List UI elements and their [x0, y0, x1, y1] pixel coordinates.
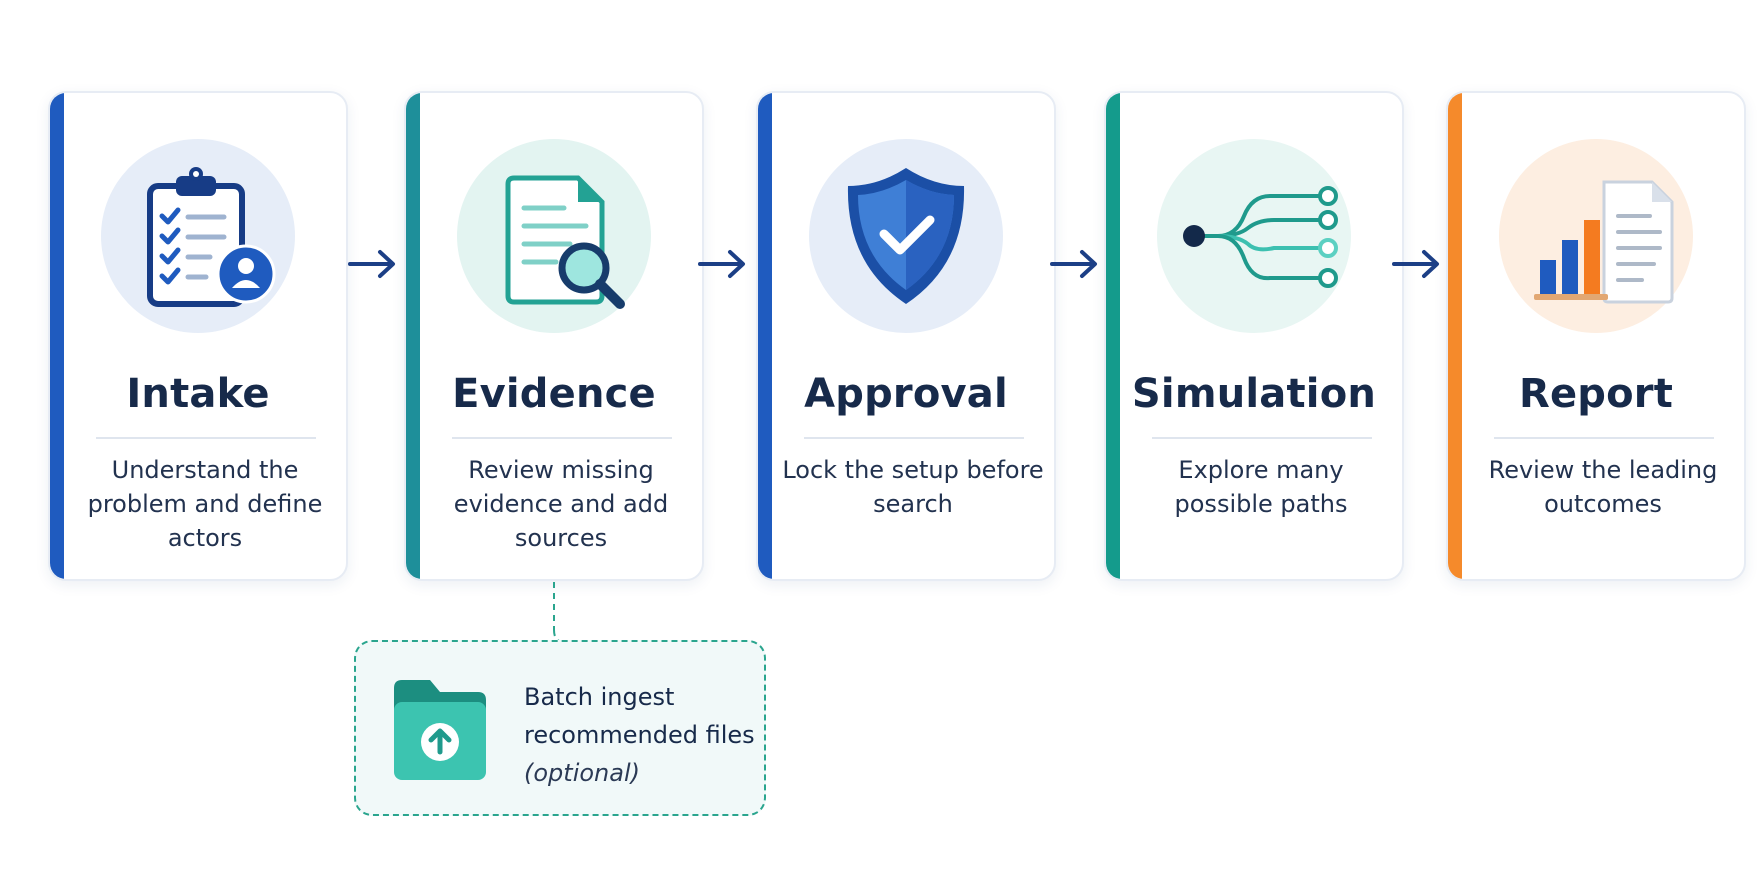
step-description: Review the leading outcomes	[1488, 456, 1718, 518]
card-accent-stripe	[406, 93, 420, 579]
step-card-evidence: Evidence Review missing evidence and add…	[404, 91, 704, 581]
divider	[1152, 437, 1372, 439]
icon-circle	[1157, 139, 1351, 333]
divider	[452, 437, 672, 439]
step-title: Evidence	[452, 371, 656, 417]
step-description: Lock the setup before search	[782, 456, 1044, 518]
step-card-intake: Intake Understand the problem and define…	[48, 91, 348, 581]
icon-circle	[457, 139, 651, 333]
step-card-report: Report Review the leading outcomes	[1446, 91, 1746, 581]
step-card-approval: Approval Lock the setup before search	[756, 91, 1056, 581]
optional-step-line1: Batch ingest	[524, 683, 675, 711]
optional-label: (optional)	[524, 759, 640, 787]
clipboard-user-icon	[147, 167, 276, 307]
optional-step-text: Batch ingest recommended files (optional…	[524, 678, 760, 792]
step-title: Approval	[804, 371, 1008, 417]
card-accent-stripe	[50, 93, 64, 579]
optional-step-line2: recommended files	[524, 721, 755, 749]
card-accent-stripe	[758, 93, 772, 579]
divider	[96, 437, 316, 439]
optional-connector	[553, 582, 565, 643]
divider	[1494, 437, 1714, 439]
step-description: Review missing evidence and add sources	[453, 456, 669, 552]
divider	[804, 437, 1024, 439]
report-chart-icon	[1534, 180, 1674, 304]
branching-paths-icon	[1183, 186, 1338, 288]
icon-circle	[809, 139, 1003, 333]
arrow-right-icon	[1050, 250, 1097, 278]
shield-check-icon	[847, 168, 965, 304]
step-title: Simulation	[1131, 371, 1377, 417]
step-card-simulation: Simulation Explore many possible paths	[1104, 91, 1404, 581]
folder-upload-icon	[394, 680, 486, 780]
step-title: Report	[1518, 371, 1674, 417]
step-description: Explore many possible paths	[1174, 456, 1348, 518]
arrow-right-icon	[1392, 250, 1439, 278]
step-title: Intake	[126, 371, 270, 417]
arrow-right-icon	[348, 250, 395, 278]
card-accent-stripe	[1448, 93, 1462, 579]
optional-step-card: Batch ingest recommended files (optional…	[354, 640, 766, 816]
card-accent-stripe	[1106, 93, 1120, 579]
icon-circle	[101, 139, 295, 333]
arrow-right-icon	[698, 250, 745, 278]
document-search-icon	[505, 175, 625, 309]
step-description: Understand the problem and define actors	[87, 456, 323, 552]
icon-circle	[1499, 139, 1693, 333]
